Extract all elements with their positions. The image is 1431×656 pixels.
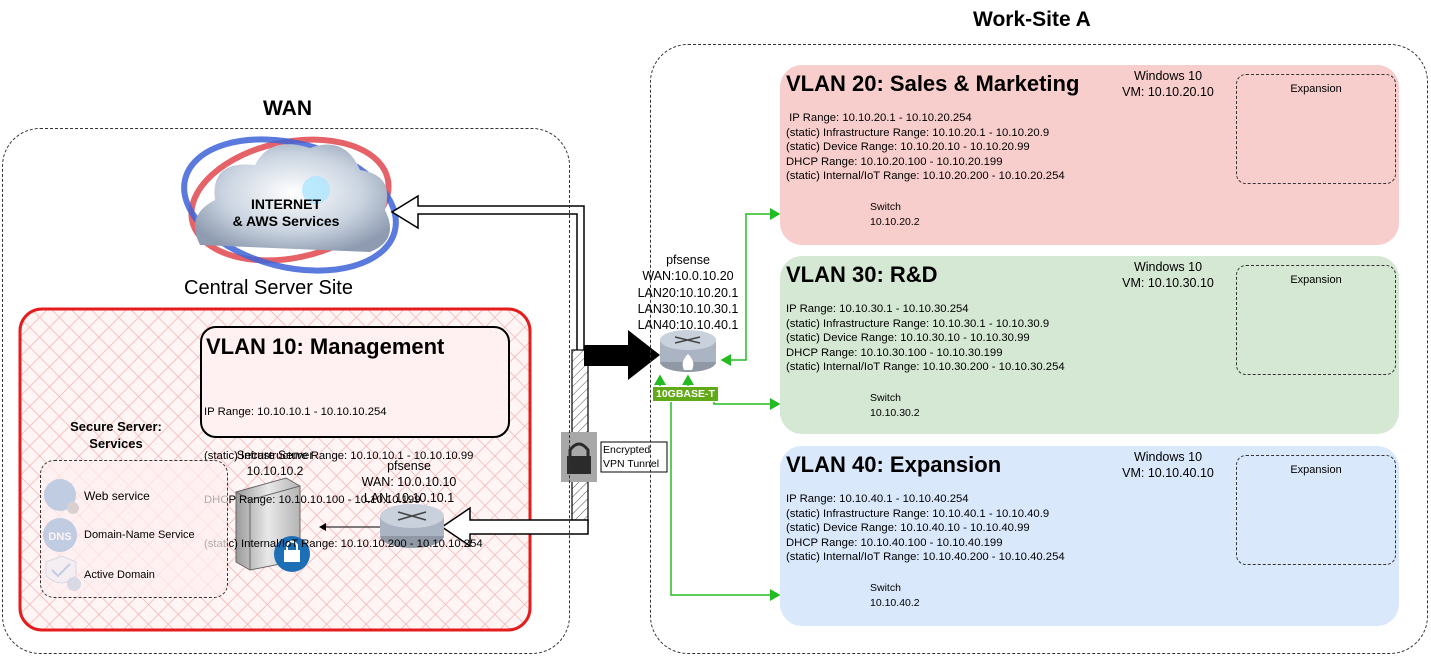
range-line: (static) Device Range: 10.10.30.10 - 10.…	[786, 332, 1030, 345]
link-vlan40	[670, 393, 781, 601]
vm-label: Windows 10 VM: 10.10.40.10	[1122, 450, 1214, 480]
vlan10-ranges: IP Range: 10.10.10.1 - 10.10.10.254 (sta…	[204, 406, 483, 550]
range-line: (static) Device Range: 10.10.20.10 - 10.…	[786, 141, 1030, 154]
vlan-ranges: IP Range: 10.10.20.1 - 10.10.20.254 (stat…	[786, 111, 1065, 184]
web-service-label: Web service	[84, 489, 150, 503]
secure-server-icon	[235, 477, 310, 572]
vlan-title: VLAN 30: R&D	[786, 262, 938, 287]
range-line: (static) Infrastructure Range: 10.10.20.…	[786, 126, 1050, 139]
vlan-zone-20	[780, 65, 1399, 245]
wan-title: WAN	[263, 97, 312, 120]
main-link-arrow	[584, 330, 660, 380]
range-line: (static) Internal/IoT Range: 10.10.40.20…	[786, 551, 1065, 564]
expansion-label: Expansion	[1290, 464, 1342, 476]
expansion-box: Expansion	[1236, 74, 1396, 184]
dns-label: Domain-Name Service	[84, 529, 195, 541]
pfsense-firewall-icon	[660, 330, 716, 372]
services-title: Secure Server: Services	[70, 419, 162, 451]
range-line: (static) Device Range: 10.10.40.10 - 10.…	[786, 522, 1030, 535]
pfsense-main-label: pfsense WAN:10.0.10.20 LAN20:10.10.20.1 …	[637, 253, 739, 333]
switch-label: Switch 10.10.30.2	[870, 392, 920, 419]
vpn-tunnel-label: Encrypted VPN Tunnel	[603, 444, 660, 470]
link-vlan20	[720, 208, 781, 366]
switch-label: Switch 10.10.40.2	[870, 582, 920, 609]
vlan-zone-30	[780, 256, 1399, 434]
range-line: IP Range: 10.10.40.1 - 10.10.40.254	[786, 493, 969, 505]
expansion-box: Expansion	[1236, 455, 1396, 565]
range-line: IP Range: 10.10.20.1 - 10.10.20.254	[786, 112, 972, 124]
secure-server-label: Secure Server 10.10.10.2	[236, 448, 314, 478]
10gbase-t-badge: 10GBASE-T	[652, 386, 719, 402]
range-line: IP Range: 10.10.30.1 - 10.10.30.254	[786, 303, 969, 315]
range-line: DHCP Range: 10.10.20.100 - 10.10.20.199	[786, 155, 1003, 168]
vm-label: Windows 10 VM: 10.10.30.10	[1122, 260, 1214, 290]
range-line: (static) Internal/IoT Range: 10.10.30.20…	[786, 361, 1065, 374]
switch-label: Switch 10.10.20.2	[870, 201, 920, 228]
pfsense-local-arrow	[440, 506, 589, 548]
expansion-label: Expansion	[1290, 83, 1342, 95]
active-domain-label: Active Domain	[84, 569, 155, 581]
vlan10-title: VLAN 10: Management	[206, 334, 445, 359]
vlan-title: VLAN 40: Expansion	[786, 452, 1002, 477]
vlan-title: VLAN 20: Sales & Marketing	[786, 71, 1080, 96]
wan-site-box	[2, 128, 570, 654]
pfsense-local-router-icon	[380, 504, 444, 548]
range-line: DHCP Range: 10.10.30.100 - 10.10.30.199	[786, 346, 1003, 359]
lock-icon	[561, 432, 597, 482]
range-line: DHCP Range: 10.10.40.100 - 10.10.40.199	[786, 536, 1003, 549]
vlan-ranges: IP Range: 10.10.30.1 - 10.10.30.254 (stat…	[786, 302, 1065, 375]
internet-cloud-icon	[181, 136, 399, 274]
expansion-label: Expansion	[1290, 274, 1342, 286]
vm-label: Windows 10 VM: 10.10.20.10	[1122, 69, 1214, 99]
central-server-site-label: Central Server Site	[184, 277, 353, 299]
range-line: (static) Internal/IoT Range: 10.10.20.20…	[786, 170, 1065, 183]
services-box	[40, 460, 228, 598]
expansion-box: Expansion	[1236, 265, 1396, 375]
worksite-box	[650, 44, 1428, 654]
range-line: (static) Infrastructure Range: 10.10.30.…	[786, 317, 1050, 330]
pfsense-local-label: pfsense WAN: 10.0.10.10 LAN: 10.10.10.1	[361, 459, 457, 505]
range-line: (static) Infrastructure Range: 10.10.40.…	[786, 507, 1050, 520]
internet-label: INTERNET & AWS Services	[232, 196, 340, 229]
vlan-zone-40	[780, 446, 1399, 626]
vlan10-info-box	[200, 326, 510, 438]
worksite-title: Work-Site A	[973, 8, 1091, 31]
vlan-ranges: IP Range: 10.10.40.1 - 10.10.40.254 (stat…	[786, 492, 1065, 565]
